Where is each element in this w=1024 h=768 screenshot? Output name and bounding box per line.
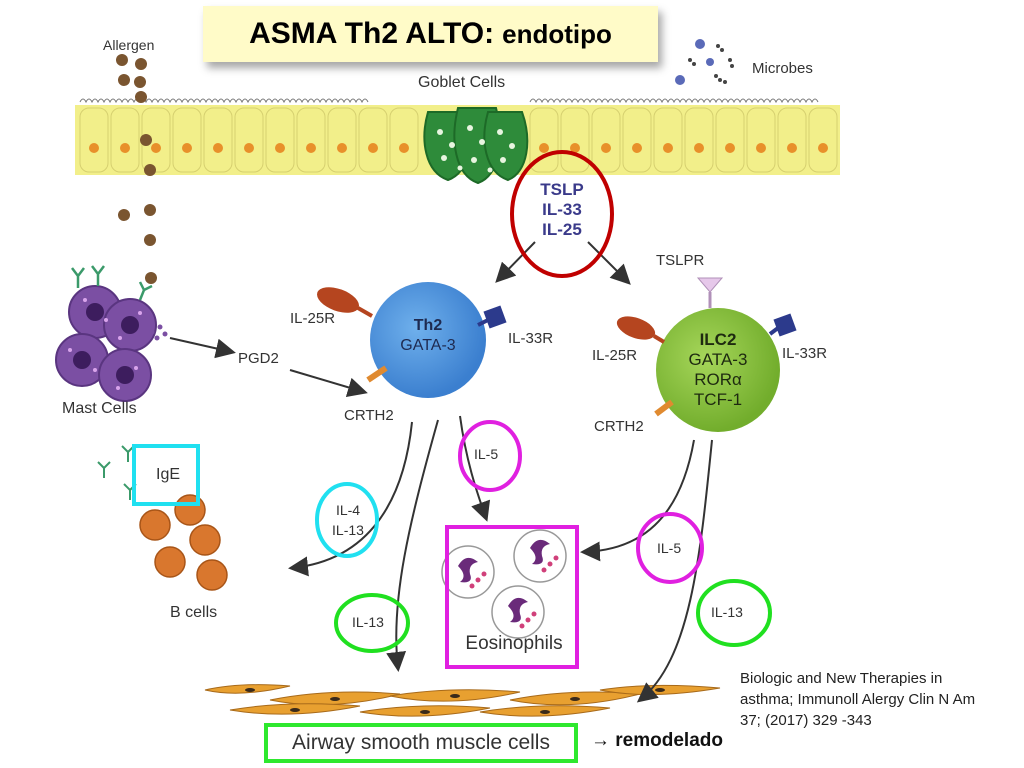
epithelial-cell — [172, 107, 202, 173]
epithelial-nucleus — [182, 143, 192, 153]
label-il25: IL-25 — [542, 220, 582, 239]
label-il5-top: IL-5 — [474, 446, 499, 462]
label-eosinophils: Eosinophils — [465, 633, 563, 654]
epithelial-cell — [327, 107, 357, 173]
mast-cells-icon — [55, 265, 168, 402]
epithelial-nucleus — [570, 143, 580, 153]
epithelial-cell — [529, 107, 559, 173]
epithelial-nucleus — [275, 143, 285, 153]
epithelial-cell — [203, 107, 233, 173]
epithelial-nucleus — [787, 143, 797, 153]
epithelial-nucleus — [601, 143, 611, 153]
epithelial-cell — [746, 107, 776, 173]
label-il33r-right: IL-33R — [782, 345, 828, 362]
epithelial-nucleus — [337, 143, 347, 153]
epithelial-cell — [358, 107, 388, 173]
epithelial-cell — [296, 107, 326, 173]
ilc2-cell-text: ILC2 GATA-3 RORα TCF-1 — [668, 330, 768, 410]
label-crth2-left: CRTH2 — [344, 407, 394, 424]
epithelial-cell — [622, 107, 652, 173]
label-crth2-right: CRTH2 — [594, 418, 644, 435]
epithelial-cell — [234, 107, 264, 173]
epithelial-cell — [777, 107, 807, 173]
epithelial-nucleus — [632, 143, 642, 153]
label-pgd2: PGD2 — [238, 350, 279, 367]
label-il33: IL-33 — [542, 200, 582, 219]
annotation-shapes — [132, 150, 772, 669]
label-goblet-cells: Goblet Cells — [418, 74, 506, 91]
epithelial-nucleus — [151, 143, 161, 153]
epithelial-cell — [715, 107, 745, 173]
cilia — [79, 98, 819, 104]
citation-line2: asthma; Immunoll Alergy Clin N Am — [740, 691, 976, 708]
epithelial-cell — [684, 107, 714, 173]
label-il13-left: IL-13 — [332, 522, 364, 538]
label-remodelado: → remodelado — [591, 730, 723, 751]
label-mast-cells: Mast Cells — [62, 400, 137, 417]
epithelial-cell — [389, 107, 419, 173]
label-il5-right: IL-5 — [657, 540, 682, 556]
label-il25r-right: IL-25R — [592, 347, 638, 364]
epithelial-cell — [653, 107, 683, 173]
airway-smooth-muscle-box: Airway smooth muscle cells — [264, 723, 578, 763]
label-microbes: Microbes — [752, 60, 813, 77]
citation-line3: 37; (2017) 329 -343 — [740, 712, 872, 729]
epithelial-cell — [110, 107, 140, 173]
epithelial-nucleus — [89, 143, 99, 153]
eosinophils-icon — [441, 529, 567, 639]
label-b-cells: B cells — [170, 604, 218, 621]
microbes-icon — [675, 39, 734, 85]
label-gata3-th2: GATA-3 — [400, 337, 456, 354]
epithelial-nucleus — [368, 143, 378, 153]
label-il25r-left: IL-25R — [290, 310, 336, 327]
label-th2: Th2 — [413, 317, 443, 334]
page-subtitle: endotipo — [502, 18, 612, 49]
label-tslpr: TSLPR — [656, 252, 705, 269]
page-title: ASMA Th2 ALTO: — [249, 17, 495, 50]
epithelial-nucleus — [694, 143, 704, 153]
epithelial-nucleus — [306, 143, 316, 153]
epithelial-nucleus — [663, 143, 673, 153]
epithelial-cell — [560, 107, 590, 173]
th2-cell-text: Th2 GATA-3 — [384, 316, 472, 356]
epithelial-nucleus — [399, 143, 409, 153]
label-airway: Airway smooth muscle cells — [292, 731, 550, 754]
allergen-particles — [116, 54, 157, 284]
label-allergen: Allergen — [103, 37, 155, 53]
epithelial-nucleus — [120, 143, 130, 153]
th2-cell-icon — [316, 282, 507, 398]
ilc2-cell-icon — [616, 277, 797, 432]
epithelial-cell — [591, 107, 621, 173]
citation: Biologic and New Therapies in asthma; Im… — [740, 668, 1024, 731]
il4-il13-label: IL-4 IL-13 — [327, 500, 369, 540]
label-ige: IgE — [156, 466, 181, 483]
label-il33r-left: IL-33R — [508, 330, 554, 347]
b-cells-icon — [97, 445, 228, 591]
smooth-muscle-icon — [204, 684, 721, 717]
epithelial-cell — [79, 107, 109, 173]
epithelial-nucleus — [725, 143, 735, 153]
label-il13-right: IL-13 — [711, 604, 743, 620]
goblet-cells-icon — [423, 107, 529, 185]
label-il13-bottom: IL-13 — [352, 614, 384, 630]
epithelial-nucleus — [818, 143, 828, 153]
epithelial-cytokines: TSLP IL-33 IL-25 — [530, 180, 594, 240]
epithelial-nucleus — [244, 143, 254, 153]
title-box: ASMA Th2 ALTO: endotipo — [203, 6, 658, 62]
epithelial-cell — [808, 107, 838, 173]
label-il4: IL-4 — [335, 502, 361, 518]
epithelial-cell — [265, 107, 295, 173]
epithelial-nucleus — [756, 143, 766, 153]
label-ilc2: ILC2 — [699, 330, 737, 349]
epithelial-nucleus — [539, 143, 549, 153]
label-gata3-ilc2: GATA-3 — [688, 350, 748, 369]
epithelial-nucleus — [213, 143, 223, 153]
label-tcf1: TCF-1 — [693, 390, 743, 409]
label-rora: RORα — [694, 370, 742, 389]
label-tslp: TSLP — [540, 180, 584, 199]
citation-line1: Biologic and New Therapies in — [740, 670, 943, 687]
